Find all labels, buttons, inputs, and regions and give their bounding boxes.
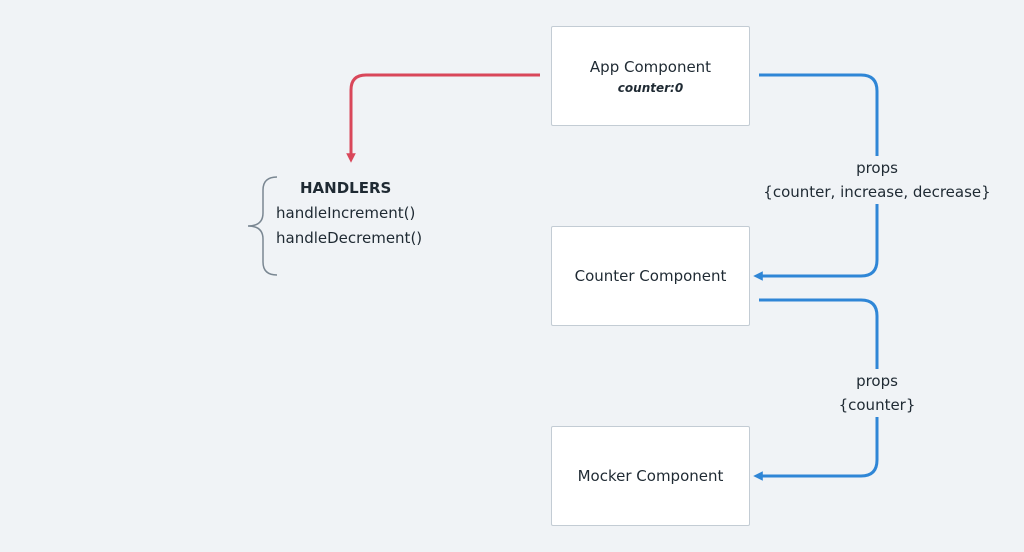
handlers-group: HANDLERS handleIncrement() handleDecreme… bbox=[276, 176, 422, 251]
handler-item: handleDecrement() bbox=[276, 229, 423, 247]
app-component-state: counter:0 bbox=[617, 80, 684, 95]
props-label-title: props bbox=[856, 372, 898, 390]
props-label-detail: {counter, increase, decrease} bbox=[763, 183, 991, 201]
mocker-component-node: Mocker Component bbox=[551, 426, 750, 526]
handler-item: handleIncrement() bbox=[276, 204, 416, 222]
mocker-component-title: Mocker Component bbox=[577, 467, 724, 485]
app-component-node: App Component counter:0 bbox=[551, 26, 750, 126]
app-component-title: App Component bbox=[589, 57, 712, 76]
handlers-title: HANDLERS bbox=[300, 179, 392, 197]
props-label-title: props bbox=[856, 159, 898, 177]
counter-component-title: Counter Component bbox=[574, 267, 727, 285]
handler-arrow bbox=[346, 73, 540, 163]
props-label-detail: {counter} bbox=[838, 396, 916, 414]
props-label-counter-to-mocker: props {counter} bbox=[834, 369, 920, 417]
props-label-app-to-counter: props {counter, increase, decrease} bbox=[758, 156, 996, 204]
counter-component-node: Counter Component bbox=[551, 226, 750, 326]
handlers-brace bbox=[247, 176, 278, 276]
